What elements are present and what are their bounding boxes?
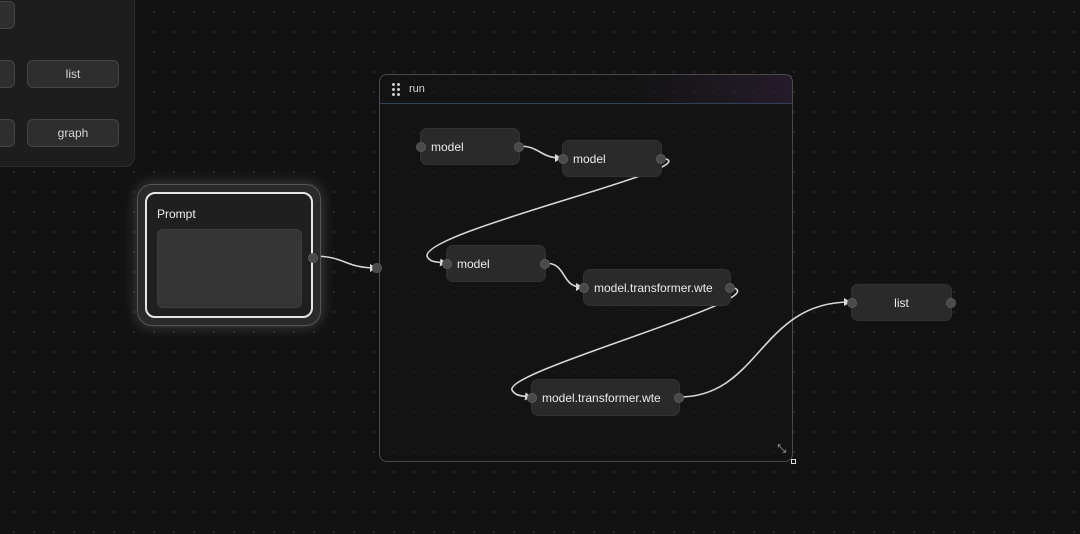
node-output-handle[interactable] xyxy=(514,141,524,152)
node-input-handle[interactable] xyxy=(442,258,452,269)
node-output-handle[interactable] xyxy=(725,282,735,293)
node-model-transformer-wte-1[interactable]: model.transformer.wte xyxy=(579,269,735,306)
palette-button-partial[interactable] xyxy=(0,60,15,88)
node-label: model.transformer.wte xyxy=(542,390,661,405)
node-palette-panel: list graph xyxy=(0,0,135,167)
node-model-3[interactable]: model xyxy=(442,245,550,282)
node-output-handle[interactable] xyxy=(656,153,666,164)
node-input-handle[interactable] xyxy=(527,392,537,403)
node-label: model xyxy=(457,256,490,271)
node-input-handle[interactable] xyxy=(558,153,568,164)
edge-model1-to-model2 xyxy=(518,145,562,162)
edge-prompt-to-run xyxy=(312,255,377,272)
edge-wte2-to-list xyxy=(678,298,851,398)
node-output-handle[interactable] xyxy=(674,392,684,403)
palette-button-list[interactable]: list xyxy=(27,60,119,88)
node-model-1[interactable]: model xyxy=(416,128,524,165)
node-label: model xyxy=(573,151,606,166)
node-label: model.transformer.wte xyxy=(594,280,713,295)
palette-button-partial-bottom[interactable] xyxy=(0,119,15,147)
node-model-2[interactable]: model xyxy=(558,140,666,177)
prompt-input[interactable] xyxy=(157,229,302,308)
palette-button-graph[interactable]: graph xyxy=(27,119,119,147)
resize-icon[interactable]: ⤡ xyxy=(777,443,786,455)
node-model-transformer-wte-2[interactable]: model.transformer.wte xyxy=(527,379,684,416)
palette-button-partial-top[interactable] xyxy=(0,1,15,29)
edge-model3-to-wte1 xyxy=(544,262,583,291)
node-output-handle[interactable] xyxy=(540,258,550,269)
run-input-handle[interactable] xyxy=(372,263,382,273)
group-title: run xyxy=(409,83,425,95)
node-label: model xyxy=(431,139,464,154)
node-list[interactable]: list xyxy=(847,284,956,321)
prompt-node[interactable]: Prompt xyxy=(145,192,318,318)
prompt-output-handle[interactable] xyxy=(308,253,318,263)
node-input-handle[interactable] xyxy=(416,141,426,152)
drag-grip-icon[interactable] xyxy=(392,82,400,96)
node-output-handle[interactable] xyxy=(946,297,956,308)
group-resize-handle[interactable] xyxy=(791,459,796,464)
node-label: list xyxy=(894,295,909,310)
group-header[interactable]: run xyxy=(380,75,792,104)
prompt-title: Prompt xyxy=(157,207,196,221)
node-input-handle[interactable] xyxy=(847,297,857,308)
node-input-handle[interactable] xyxy=(579,282,589,293)
